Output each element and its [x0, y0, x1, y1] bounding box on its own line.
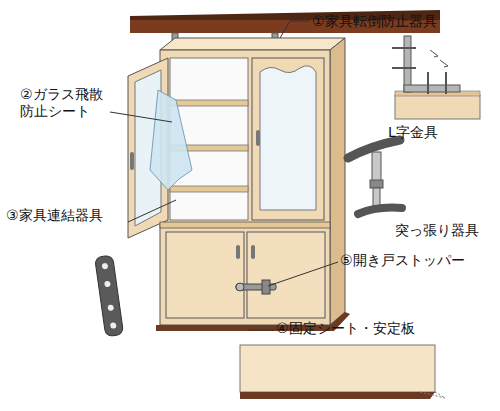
- callout-label: ①家具転倒防止器具: [312, 13, 437, 30]
- tension-rod: [348, 140, 402, 214]
- l-bracket-detail: [392, 36, 480, 119]
- callout-label: ④固定シート・安定板: [276, 320, 415, 337]
- part-label: 突っ張り器具: [395, 222, 479, 239]
- callout-label: ③家具連結器具: [6, 207, 103, 224]
- cabinet-side: [330, 38, 345, 325]
- door-handle: [130, 152, 134, 170]
- glass-door-frame: [252, 58, 324, 220]
- cabinet-front: [160, 50, 330, 325]
- lower-door: [166, 232, 244, 318]
- lower-door: [247, 232, 325, 318]
- door-handle: [256, 130, 260, 146]
- part-label: L字金具: [388, 124, 438, 141]
- door-handle: [251, 245, 255, 259]
- callout-label: ②ガラス飛散 防止シート: [20, 86, 112, 120]
- cabinet-divider: [160, 222, 330, 228]
- glass-pane: [260, 66, 316, 210]
- cabinet-top: [160, 38, 345, 50]
- door-stopper: [236, 280, 276, 294]
- door-handle: [236, 245, 240, 259]
- stabilizer-plate: [240, 345, 445, 399]
- connector-plate: [95, 255, 124, 337]
- film-sheet: [150, 90, 192, 190]
- leader-lines: [110, 21, 338, 330]
- callout-label: ⑤開き戸ストッパー: [340, 252, 465, 269]
